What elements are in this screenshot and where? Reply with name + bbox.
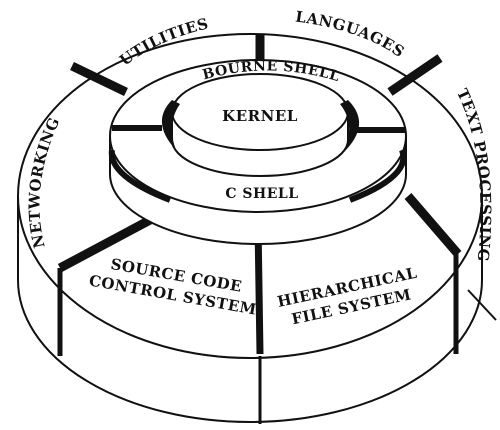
kernel-shadow-right <box>340 100 360 152</box>
shell-dividers <box>112 125 406 133</box>
kernel-label: KERNEL <box>222 107 298 125</box>
shell-ring-shadow-left <box>108 149 172 203</box>
c-shell-label: C SHELL <box>225 186 298 202</box>
shell-ring-shadow-right <box>348 148 407 203</box>
outer-segment-dividers <box>57 35 497 424</box>
kernel-shadow-left <box>161 100 180 150</box>
